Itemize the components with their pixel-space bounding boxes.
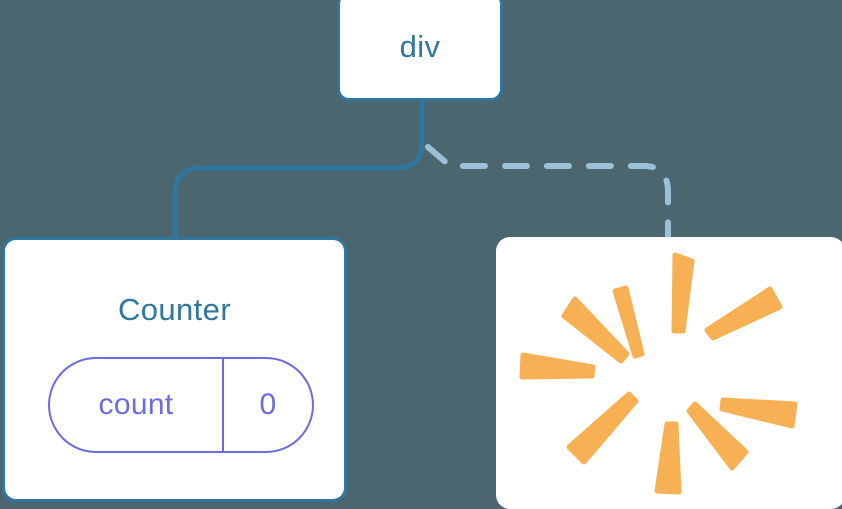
spinner-rays: [519, 252, 798, 495]
node-counter-label: Counter: [117, 292, 232, 327]
node-loading[interactable]: [496, 237, 842, 509]
node-counter[interactable]: Counter count 0: [2, 237, 347, 502]
prop-pill-count[interactable]: count 0: [48, 357, 314, 453]
prop-value: 0: [222, 359, 312, 451]
spinner-container: [496, 237, 842, 509]
loading-spinner-icon: [519, 252, 798, 495]
node-div[interactable]: div: [337, 0, 503, 101]
edge-div-to-counter: [172, 97, 425, 243]
edge-div-to-loading: [425, 144, 671, 243]
node-div-label: div: [399, 28, 441, 64]
prop-name: count: [98, 388, 174, 421]
